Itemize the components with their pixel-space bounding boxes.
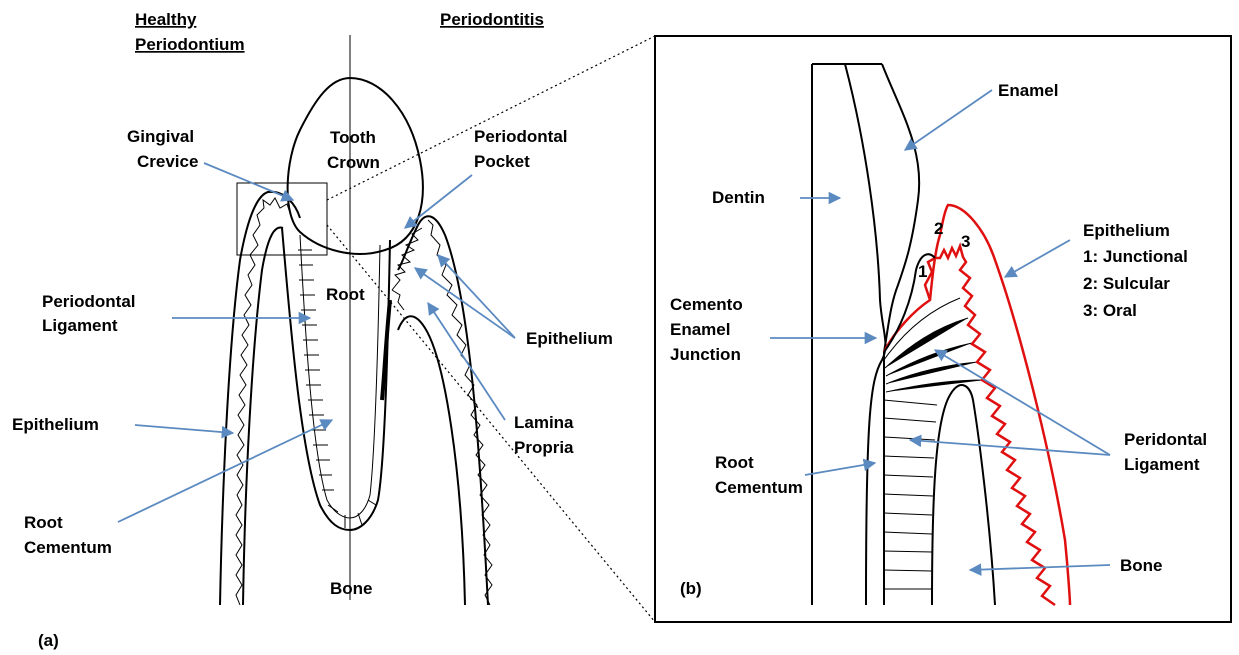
zoom-line-bottom: [327, 225, 655, 622]
arrow-pocket: [405, 175, 472, 228]
label-cementum-2: Cementum: [715, 478, 803, 497]
left-bone: [243, 227, 283, 605]
epithelium-outline: [884, 205, 1070, 605]
label-num-2: 2: [934, 219, 943, 238]
label-cej-1: Cemento: [670, 295, 743, 314]
right-gum-outer: [398, 216, 488, 605]
label-epithelium-2: 2: Sulcular: [1083, 274, 1170, 293]
oral-epithelium-zigzag: [925, 246, 1055, 605]
left-gum-outer: [220, 192, 300, 605]
label-ligament-1: Periodontal: [42, 292, 136, 311]
label-dentin: Dentin: [712, 188, 765, 207]
arrow-epithelium: [1005, 240, 1070, 277]
arrow-cementum: [805, 463, 875, 475]
header-healthy-2: Periodontium: [135, 35, 245, 54]
zoom-line-top: [327, 36, 655, 200]
right-bone: [398, 316, 465, 605]
ligament-fibers: [884, 298, 985, 589]
panel-b-label: (b): [680, 579, 702, 598]
label-cementum-1: Root: [24, 513, 63, 532]
label-lamina-1: Lamina: [514, 413, 574, 432]
label-ligament-2: Ligament: [1124, 455, 1200, 474]
label-enamel: Enamel: [998, 81, 1058, 100]
bone-crest: [932, 385, 995, 605]
label-bone: Bone: [330, 579, 373, 598]
label-epithelium-1: 1: Junctional: [1083, 247, 1188, 266]
label-cementum-2: Cementum: [24, 538, 112, 557]
panel-b: 1 2 3 Enamel Dentin Epithelium 1: Juncti…: [655, 36, 1231, 622]
panel-a: Healthy Periodontium Periodontitis Gingi…: [12, 10, 655, 650]
label-gingival-1: Gingival: [127, 127, 194, 146]
enamel-outer: [882, 64, 919, 352]
label-ligament-2: Ligament: [42, 316, 118, 335]
label-cej-3: Junction: [670, 345, 741, 364]
label-bone: Bone: [1120, 556, 1163, 575]
arrow-epithelium-right-1: [438, 255, 515, 338]
pocket-base: [392, 290, 404, 310]
label-epithelium-left: Epithelium: [12, 415, 99, 434]
label-epithelium-title: Epithelium: [1083, 221, 1170, 240]
arrow-epithelium-left: [135, 425, 233, 433]
label-cej-2: Enamel: [670, 320, 730, 339]
header-healthy-1: Healthy: [135, 10, 197, 29]
label-tooth: Tooth: [330, 128, 376, 147]
arrow-enamel: [905, 90, 992, 150]
dentin-enamel-border: [845, 64, 885, 605]
label-cementum-1: Root: [715, 453, 754, 472]
label-gingival-2: Crevice: [137, 152, 198, 171]
label-epithelium-3: 3: Oral: [1083, 301, 1137, 320]
label-epithelium-right: Epithelium: [526, 329, 613, 348]
root-outline: [282, 228, 390, 530]
label-num-3: 3: [961, 232, 970, 251]
panel-a-label: (a): [38, 631, 59, 650]
arrow-gingival-crevice: [204, 163, 293, 200]
label-root: Root: [326, 285, 365, 304]
arrow-ligament-1: [935, 350, 1110, 455]
label-pocket-1: Periodontal: [474, 127, 568, 146]
label-crown: Crown: [327, 153, 380, 172]
label-num-1: 1: [918, 262, 927, 281]
label-pocket-2: Pocket: [474, 152, 530, 171]
header-periodontitis: Periodontitis: [440, 10, 544, 29]
label-lamina-2: Propria: [514, 438, 574, 457]
label-ligament-1: Peridontal: [1124, 430, 1207, 449]
